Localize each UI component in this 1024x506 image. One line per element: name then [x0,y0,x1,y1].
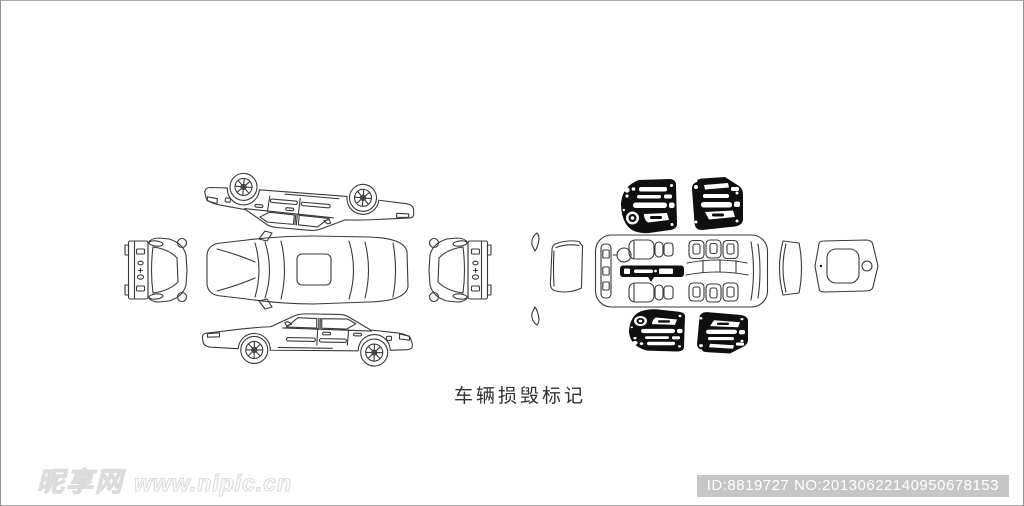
image-id-badge: ID:8819727 NO:20130622140950678153 [696,475,1009,497]
watermark-site-name: 昵享网 [36,466,124,497]
vehicle-damage-diagram [124,169,879,368]
hood-panel-icon [549,240,584,293]
cabin-interior-plan-icon [594,234,769,308]
mirror-cap-upper-icon [531,232,540,252]
front-door-trim-panel-upper-icon [621,179,677,234]
rear-window-panel-icon [778,240,803,296]
car-rear-view-icon [428,237,492,303]
car-top-view-icon [206,230,409,310]
car-side-view-icon [201,311,414,368]
watermark-site-url: www.nipic.cn [133,469,293,496]
rear-door-trim-panel-lower-icon [697,312,748,354]
watermark-site: 昵享网 www.nipic.cn [36,460,293,499]
trunk-lid-panel-icon [814,239,879,293]
car-side-view-inverted-icon [201,169,417,240]
mirror-cap-lower-icon [531,306,540,326]
front-door-trim-panel-lower-icon [629,309,685,352]
car-front-view-icon [124,237,188,303]
diagram-caption: 车辆损毁标记 [453,386,586,407]
rear-door-trim-panel-upper-icon [692,177,743,230]
